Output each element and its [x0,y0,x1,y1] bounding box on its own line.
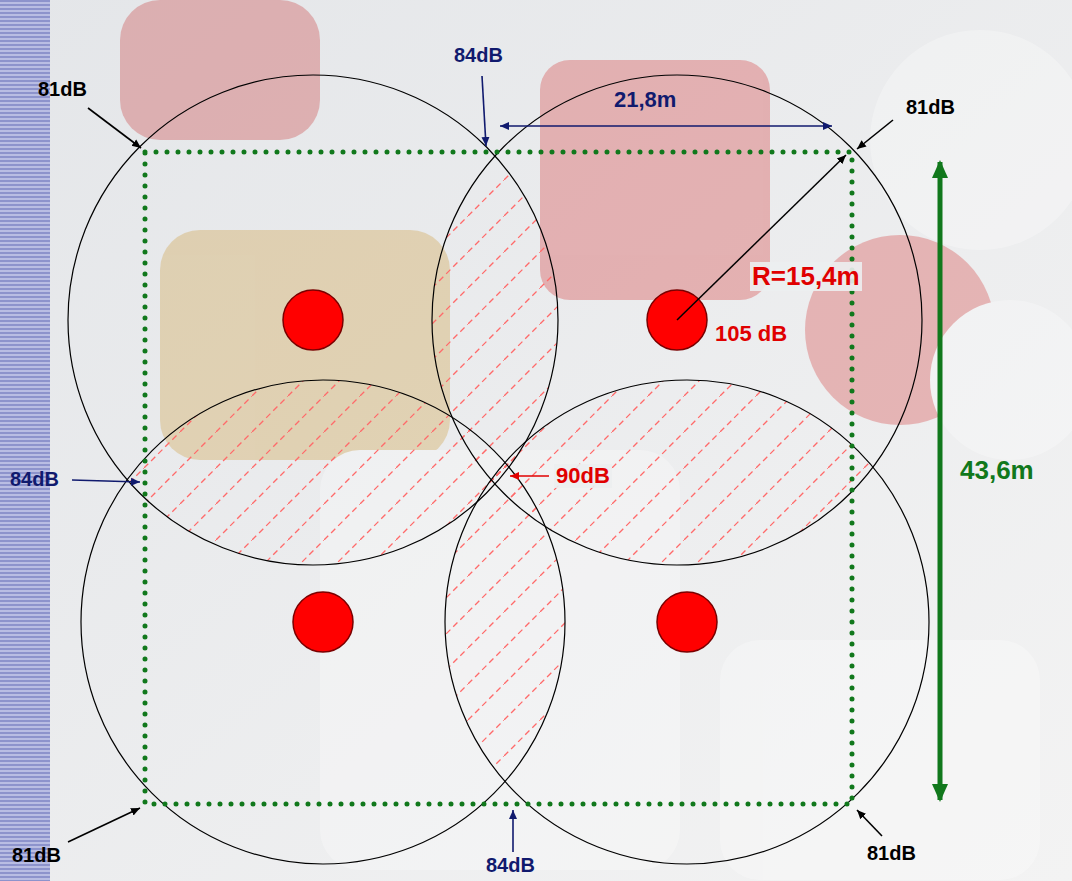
dimension-label: 43,6m [958,456,1036,485]
leader-arrows [68,76,893,852]
level-label: 81dB [36,78,89,100]
coverage-circles [68,75,929,864]
radius-line [677,155,846,320]
level-label: 105 dB [713,322,789,346]
level-label: 81dB [865,842,918,864]
side-strip [0,0,50,881]
sounder-dots [283,290,717,652]
level-label: 81dB [10,844,63,866]
room-outline [145,152,852,804]
radius-label: R=15,4m [750,262,862,291]
level-label: 81dB [904,96,957,118]
level-label: 84dB [484,854,537,876]
level-label: 84dB [452,44,505,66]
level-label: 84dB [8,468,61,490]
height-dimension [938,162,943,800]
width-dimension [500,125,832,127]
dimension-label: 21,8m [612,88,678,112]
level-label: 90dB [554,464,612,488]
